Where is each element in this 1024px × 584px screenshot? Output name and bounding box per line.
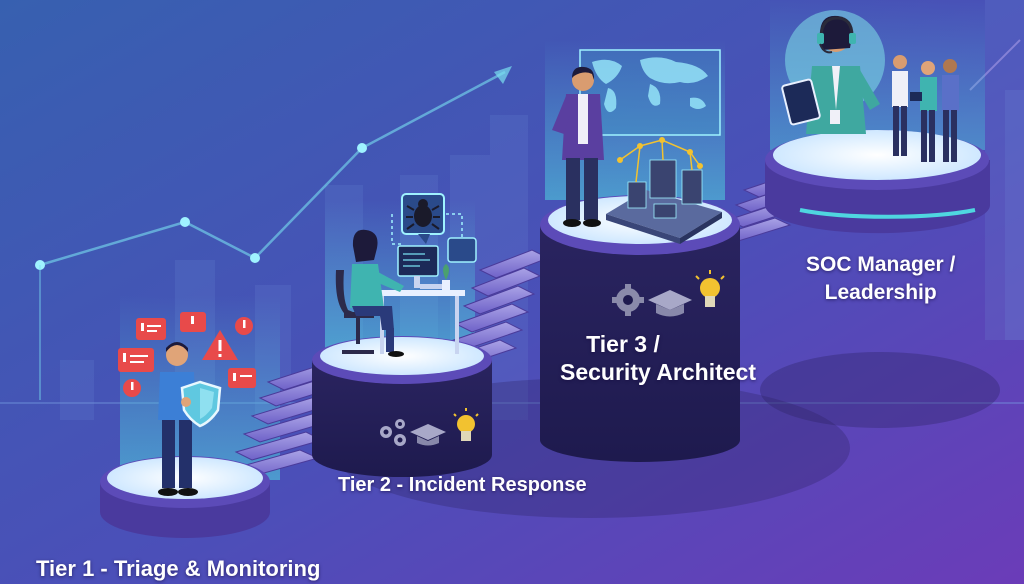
tier1-label: Tier 1 - Triage & Monitoring — [36, 556, 321, 581]
soc-manager — [781, 10, 885, 134]
tier3-architect — [552, 66, 604, 227]
tablet-icon — [781, 78, 821, 126]
warning-triangle-icon — [202, 330, 238, 360]
tier2-bug-alert — [391, 193, 477, 263]
bug-icon — [401, 193, 445, 244]
soc-label-line1: SOC Manager / — [806, 253, 956, 276]
lightbulb-icon — [453, 408, 479, 441]
server-icon — [606, 137, 722, 244]
shield-icon — [180, 380, 222, 428]
soc-label-line2: Leadership — [824, 281, 937, 304]
tier2-skill-icons — [380, 408, 479, 446]
lightbulb-icon — [695, 270, 725, 307]
team-icon — [892, 55, 959, 162]
tier2-analyst — [335, 229, 465, 357]
tier2-platform — [312, 336, 492, 477]
tier3-skill-icons — [612, 270, 725, 317]
soc-manager-label: SOC Manager / Leadership — [806, 251, 955, 307]
alert-chat-icon — [118, 312, 256, 397]
tier3-platform — [540, 195, 740, 462]
graduation-cap-icon — [410, 424, 446, 446]
tier3-label: Tier 3 / Security Architect — [560, 330, 756, 386]
tier1-alerts — [118, 312, 256, 397]
gear-icon — [612, 284, 644, 316]
gear-icon — [380, 419, 406, 446]
world-map-icon — [579, 49, 721, 136]
tier3-label-line1: Tier 3 / — [586, 331, 660, 357]
tier2-label: Tier 2 - Incident Response — [338, 474, 587, 496]
tier3-label-line2: Security Architect — [560, 359, 756, 385]
graduation-cap-icon — [648, 290, 692, 317]
trend-line — [35, 39, 1021, 400]
headset-icon — [817, 16, 856, 54]
tier1-analyst — [158, 342, 222, 496]
